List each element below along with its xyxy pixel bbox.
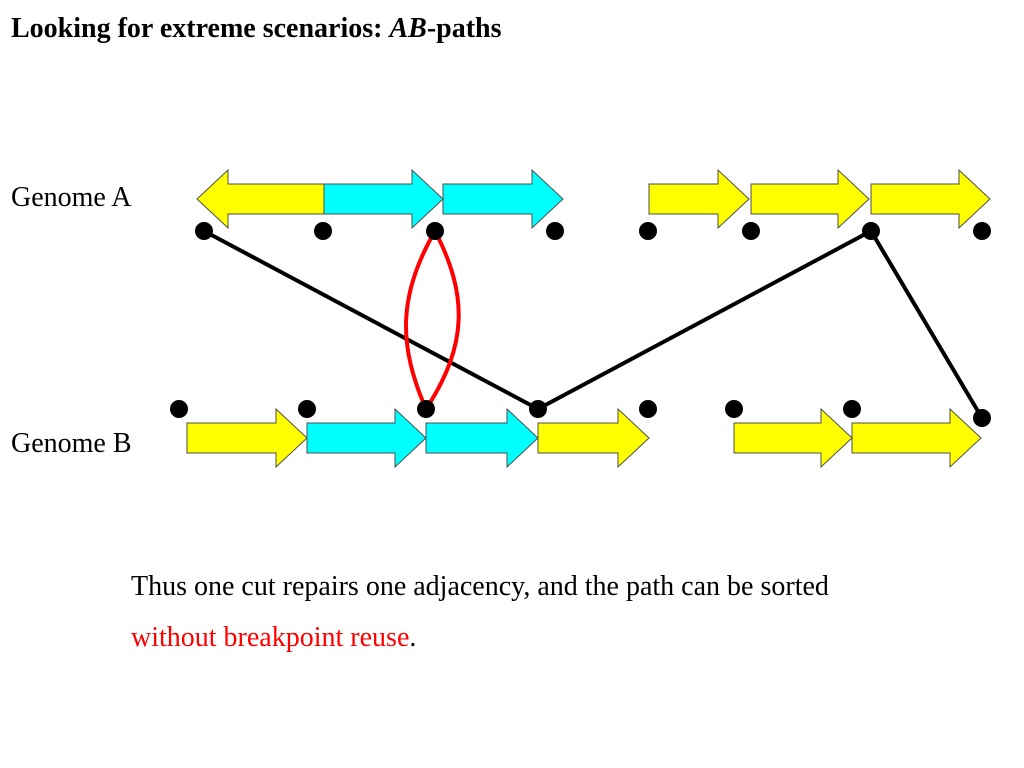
extremity-node xyxy=(546,222,564,240)
extremity-nodes xyxy=(170,222,991,427)
gene-arrow xyxy=(537,407,650,469)
gene-arrow xyxy=(186,407,308,469)
genome-a-label: Genome A xyxy=(11,182,132,213)
extremity-node xyxy=(862,222,880,240)
genome-b-genes xyxy=(186,407,982,469)
extremity-node xyxy=(529,400,547,418)
extremity-node xyxy=(843,400,861,418)
title-prefix: Looking for extreme scenarios: xyxy=(11,13,390,44)
title-suffix: -paths xyxy=(426,13,502,44)
extremity-node xyxy=(417,400,435,418)
gene-arrow xyxy=(425,407,539,469)
gene-arrow xyxy=(648,168,750,230)
extremity-node xyxy=(314,222,332,240)
title-italic: AB xyxy=(389,13,427,44)
extremity-node xyxy=(639,400,657,418)
caption-end: . xyxy=(409,622,417,653)
gene-arrow xyxy=(306,407,427,469)
gene-arrow xyxy=(870,168,991,230)
extremity-node xyxy=(426,222,444,240)
extremity-node xyxy=(639,222,657,240)
extremity-node xyxy=(742,222,760,240)
genome-b-label: Genome B xyxy=(11,428,132,459)
slide-title: Looking for extreme scenarios: AB-paths xyxy=(11,13,502,45)
extremity-node xyxy=(973,222,991,240)
extremity-node xyxy=(298,400,316,418)
gene-arrow xyxy=(196,168,325,230)
extremity-node xyxy=(725,400,743,418)
genome-a-genes xyxy=(196,168,991,230)
gene-arrow xyxy=(750,168,870,230)
red-loop-edge-left xyxy=(404,229,437,410)
gene-arrow xyxy=(851,407,982,469)
caption-highlight: without breakpoint reuse xyxy=(131,622,410,653)
red-loop-edge-right xyxy=(424,230,461,411)
gene-arrow xyxy=(442,168,564,230)
extremity-node xyxy=(973,409,991,427)
gene-arrow xyxy=(733,407,853,469)
gene-arrow xyxy=(323,168,444,230)
caption-text: Thus one cut repairs one adjacency, and … xyxy=(131,571,829,602)
extremity-node xyxy=(170,400,188,418)
extremity-node xyxy=(195,222,213,240)
adjacency-edges xyxy=(203,229,984,420)
black-path-edge xyxy=(203,229,984,420)
caption: Thus one cut repairs one adjacency, and … xyxy=(131,561,891,663)
